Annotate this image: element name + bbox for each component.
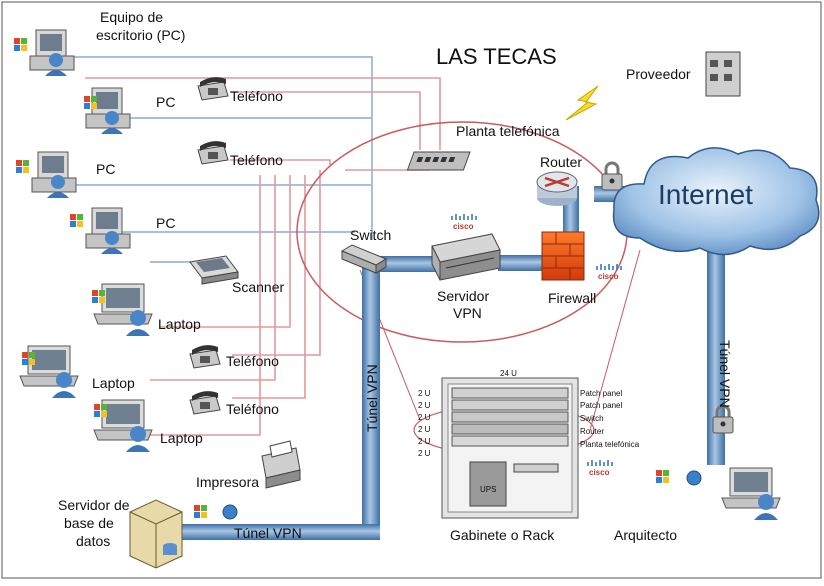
router-icon <box>536 171 578 206</box>
db-server-label-1: Servidor de <box>58 497 130 513</box>
windows-logo-icon <box>14 38 27 51</box>
phone1-label: Teléfono <box>230 88 283 104</box>
globe-icon <box>686 470 702 486</box>
pc-main-label-2: escritorio (PC) <box>96 27 185 43</box>
tunnel-right-label: Túnel VPN <box>717 340 733 408</box>
laptop-icon <box>19 345 79 399</box>
rack-slot-u: 2 U <box>418 401 431 410</box>
laptop1-label: Laptop <box>158 316 201 332</box>
internet-cloud: Internet <box>612 147 820 256</box>
rack-slot-u: 2 U <box>418 449 431 458</box>
database-server-icon <box>129 499 183 569</box>
diagram-title: LAS TECAS <box>436 44 557 69</box>
windows-logo-icon <box>70 214 83 227</box>
rack-slot-u: 2 U <box>418 437 431 446</box>
rack-slot-list: 2 U Patch panel 2 U Patch panel 2 U Swit… <box>418 389 640 458</box>
rack-slot-name: Switch <box>580 414 604 423</box>
printer-label: Impresora <box>196 474 259 490</box>
printer-icon <box>261 440 301 489</box>
telephone-icon <box>189 390 221 415</box>
vpn-server-label: Servidor <box>437 288 489 304</box>
laptop2-label: Laptop <box>92 375 135 391</box>
svg-text:cisco: cisco <box>589 468 610 477</box>
desktop-pc-icon <box>31 151 77 199</box>
phone2-label: Teléfono <box>230 152 283 168</box>
cisco-logo-icon: cisco <box>587 460 613 477</box>
pbx-label: Planta telefónica <box>456 123 560 139</box>
vpn-server-icon <box>431 233 501 281</box>
lan-cables-blue <box>70 56 373 263</box>
ups-label: UPS <box>480 485 496 494</box>
scanner-icon <box>189 255 239 285</box>
tunnel-bottom-label: Túnel VPN <box>234 525 302 541</box>
switch-label: Switch <box>350 227 391 243</box>
cisco-logo-icon: cisco <box>451 214 477 231</box>
rack-slot-u: 2 U <box>418 413 431 422</box>
provider-building-icon <box>705 51 741 97</box>
internet-label: Internet <box>658 179 753 210</box>
phone3-label: Teléfono <box>226 353 279 369</box>
lightning-icon <box>565 85 599 121</box>
desktop-pc-icon <box>29 29 75 77</box>
cisco-logo-icon: cisco <box>596 264 622 281</box>
rack-units <box>451 387 569 507</box>
db-server-label-2: base de <box>64 515 114 531</box>
vpn-server-label-2: VPN <box>453 305 482 321</box>
rack-slot-name: Patch panel <box>580 389 622 398</box>
windows-logo-icon <box>194 505 207 518</box>
laptop-icon <box>721 467 781 521</box>
pbx-icon <box>406 151 471 171</box>
scanner-label: Scanner <box>232 279 284 295</box>
svg-text:cisco: cisco <box>453 222 474 231</box>
rack-size-label: 24 U <box>500 369 517 378</box>
telephone-icon <box>197 76 229 101</box>
rack-cabinet <box>441 377 579 519</box>
pc2-label: PC <box>156 94 175 110</box>
pc4-label: PC <box>156 215 175 231</box>
firewall-icon <box>541 231 585 281</box>
svg-text:cisco: cisco <box>598 272 619 281</box>
rack-slot-name: Patch panel <box>580 401 622 410</box>
laptop3-label: Laptop <box>160 430 203 446</box>
telephone-icon <box>197 140 229 165</box>
desktop-pc-icon <box>85 87 131 135</box>
rack-slot-u: 2 U <box>418 425 431 434</box>
router-label: Router <box>540 154 582 170</box>
phone4-label: Teléfono <box>226 401 279 417</box>
pc3-label: PC <box>96 161 115 177</box>
rack-slot-name: Planta telefónica <box>580 440 640 449</box>
globe-icon <box>222 504 238 520</box>
lock-icon <box>600 161 624 192</box>
architect-label: Arquitecto <box>614 527 677 543</box>
tunnel-left-label: Túnel VPN <box>364 364 380 432</box>
provider-label: Proveedor <box>626 66 691 82</box>
windows-logo-icon <box>16 160 29 173</box>
windows-logo-icon <box>656 470 669 483</box>
switch-icon <box>340 244 388 274</box>
telephone-icon <box>189 344 221 369</box>
db-server-label-3: datos <box>76 533 110 549</box>
rack-label: Gabinete o Rack <box>450 527 555 543</box>
pc-main-label-1: Equipo de <box>100 9 163 25</box>
rack-slot-u: 2 U <box>418 389 431 398</box>
rack-slot-name: Router <box>580 427 604 436</box>
firewall-label: Firewall <box>548 290 596 306</box>
